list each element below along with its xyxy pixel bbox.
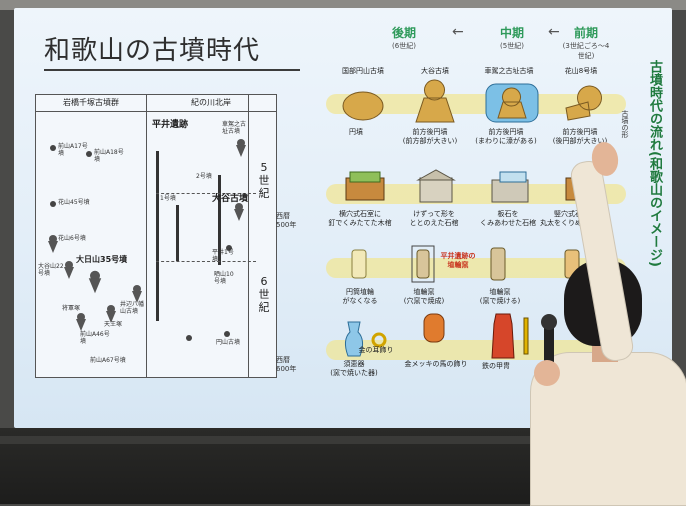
tomb-dot xyxy=(50,145,56,151)
keyhole-tomb-icon xyxy=(64,261,74,279)
armor-icon xyxy=(491,313,515,359)
timeline-bar xyxy=(156,151,159,321)
vertical-title: 古墳時代の流れ(和歌山のイメージ) xyxy=(647,60,662,267)
presenter xyxy=(516,140,686,506)
year-600: 西暦600年 xyxy=(276,356,297,373)
keyhole-tomb-icon xyxy=(415,79,455,123)
artifact-caption: 金の耳飾り xyxy=(358,346,394,354)
screen-stand xyxy=(0,436,686,444)
note: 2号墳 xyxy=(196,173,212,180)
tomb-dot xyxy=(186,335,192,341)
tomb-dot xyxy=(50,201,56,207)
haniwa-icon xyxy=(411,245,435,283)
note: 平井1号墳 xyxy=(212,249,234,263)
chronology-diagram: 岩橋千塚古墳群 紀の川北岸 平井遺跡 5世紀 6世紀 前山A17号墳 前山A18… xyxy=(35,94,277,378)
microphone-icon xyxy=(541,314,557,370)
note-highlight: 大日山35号墳 xyxy=(76,255,128,264)
wall xyxy=(0,0,686,10)
note: 前山A18号墳 xyxy=(94,149,124,163)
note: 車駕之古址古墳 xyxy=(222,121,247,135)
dashed-line xyxy=(156,193,256,194)
dashed-line xyxy=(156,261,256,262)
keyhole-tomb-icon xyxy=(48,235,58,253)
haniwa-caption: 円筒埴輪 がなくなる xyxy=(342,288,378,305)
artifact-caption: 金メッキの馬の飾り xyxy=(404,360,468,368)
note: 前山A17号墳 xyxy=(58,143,88,157)
divider xyxy=(248,95,249,377)
chamber-caption: 竪穴式石室に 丸太をくりぬいた木棺 xyxy=(540,210,610,227)
note: 前山A67号墳 xyxy=(90,357,126,364)
note: 1号墳 xyxy=(160,195,176,202)
note: 晒山10号墳 xyxy=(214,271,234,285)
stone-coffin-icon xyxy=(416,169,456,203)
note: 天王塚 xyxy=(104,321,123,328)
keyhole-tomb-icon xyxy=(132,285,142,303)
shape-caption: 円墳 xyxy=(349,128,363,136)
kofun-name: 国部円山古墳 xyxy=(342,67,384,75)
slab-coffin-icon xyxy=(491,171,529,203)
artifact-caption: 須恵器 (窯で焼いた器) xyxy=(330,360,378,377)
horse-ornament-icon xyxy=(423,313,445,343)
note: 将軍塚 xyxy=(62,305,81,312)
pottery-icon xyxy=(344,321,364,357)
haniwa-icon xyxy=(351,249,367,279)
period-middle: 中期(5世紀) xyxy=(499,26,524,50)
note: 円山古墳 xyxy=(216,339,241,346)
chamber-caption: 横穴式石室に 釘でくみたてた木棺 xyxy=(328,210,392,227)
year-500: 西暦500年 xyxy=(276,212,297,229)
site-label: 平井遺跡 xyxy=(152,120,189,130)
kofun-name: 花山8号墳 xyxy=(564,67,598,75)
highlight-band xyxy=(326,258,626,278)
haniwa-icon xyxy=(490,247,506,281)
keyhole-tomb-icon xyxy=(106,305,116,323)
tomb-dot xyxy=(86,151,92,157)
weapon-icon xyxy=(523,317,529,355)
round-tomb-icon xyxy=(342,91,384,121)
keyhole-tomb-icon xyxy=(88,270,102,294)
vertical-note: 古墳の形 xyxy=(621,110,629,138)
keyhole-tomb-icon xyxy=(76,313,86,331)
shape-caption: 前方後円墳 (後円部が大きい) xyxy=(552,128,608,145)
haniwa-caption: 埴輪窯 (窯で焼ける) xyxy=(479,288,521,305)
artifact-caption: 鉄の甲冑 xyxy=(482,362,510,370)
timeline-bar xyxy=(176,205,179,261)
century-5: 5世紀 xyxy=(258,161,270,200)
haniwa-caption: 埴輪窯 (穴窯で焼成) xyxy=(403,288,445,305)
highlight-band xyxy=(326,184,626,204)
chamber-caption: けずって形を ととのえた石棺 xyxy=(409,210,459,227)
arrow-left-icon: ← xyxy=(452,24,464,40)
keyhole-tomb-icon xyxy=(234,203,244,221)
tomb-dot xyxy=(226,245,232,251)
divider xyxy=(146,95,147,377)
shape-caption: 前方後円墳 (前方部が大きい) xyxy=(402,128,458,145)
note: 花山45号墳 xyxy=(58,199,90,206)
note-highlight: 大谷古墳 xyxy=(212,194,249,204)
header-kinokawa: 紀の川北岸 xyxy=(146,95,276,112)
period-late: 後期(6世紀) xyxy=(391,26,416,50)
kofun-name: 車駕之古址古墳 xyxy=(484,67,534,75)
century-6: 6世紀 xyxy=(258,275,270,314)
wooden-coffin-icon xyxy=(345,171,385,201)
header-iwase: 岩橋千塚古墳群 xyxy=(36,95,146,112)
chamber-caption: 板石を くみあわせた石棺 xyxy=(479,210,537,227)
highlight-band xyxy=(326,94,626,114)
tomb-dot xyxy=(224,331,230,337)
note: 井辺八幡山古墳 xyxy=(120,301,145,315)
note: 花山6号墳 xyxy=(58,235,86,242)
kofun-name: 大谷古墳 xyxy=(421,67,449,75)
timeline-bar xyxy=(218,175,221,265)
keyhole-tomb-icon xyxy=(236,139,246,157)
keyhole-tomb-icon xyxy=(565,85,602,121)
moated-tomb-icon xyxy=(485,83,539,123)
note: 大谷山22号墳 xyxy=(38,263,64,277)
note: 前山A46号墳 xyxy=(80,331,110,345)
slide-title: 和歌山の古墳時代 xyxy=(44,30,300,71)
earring-icon xyxy=(371,332,387,348)
presenter-hand xyxy=(534,360,560,386)
shape-caption: 前方後円墳 (まわりに濠がある) xyxy=(475,128,537,145)
kiln-note: 平井遺跡の埴輪窯 xyxy=(440,252,476,269)
arrow-left-icon: ← xyxy=(548,24,560,40)
period-early: 前期(3世紀ごろ〜4世紀) xyxy=(562,26,610,60)
